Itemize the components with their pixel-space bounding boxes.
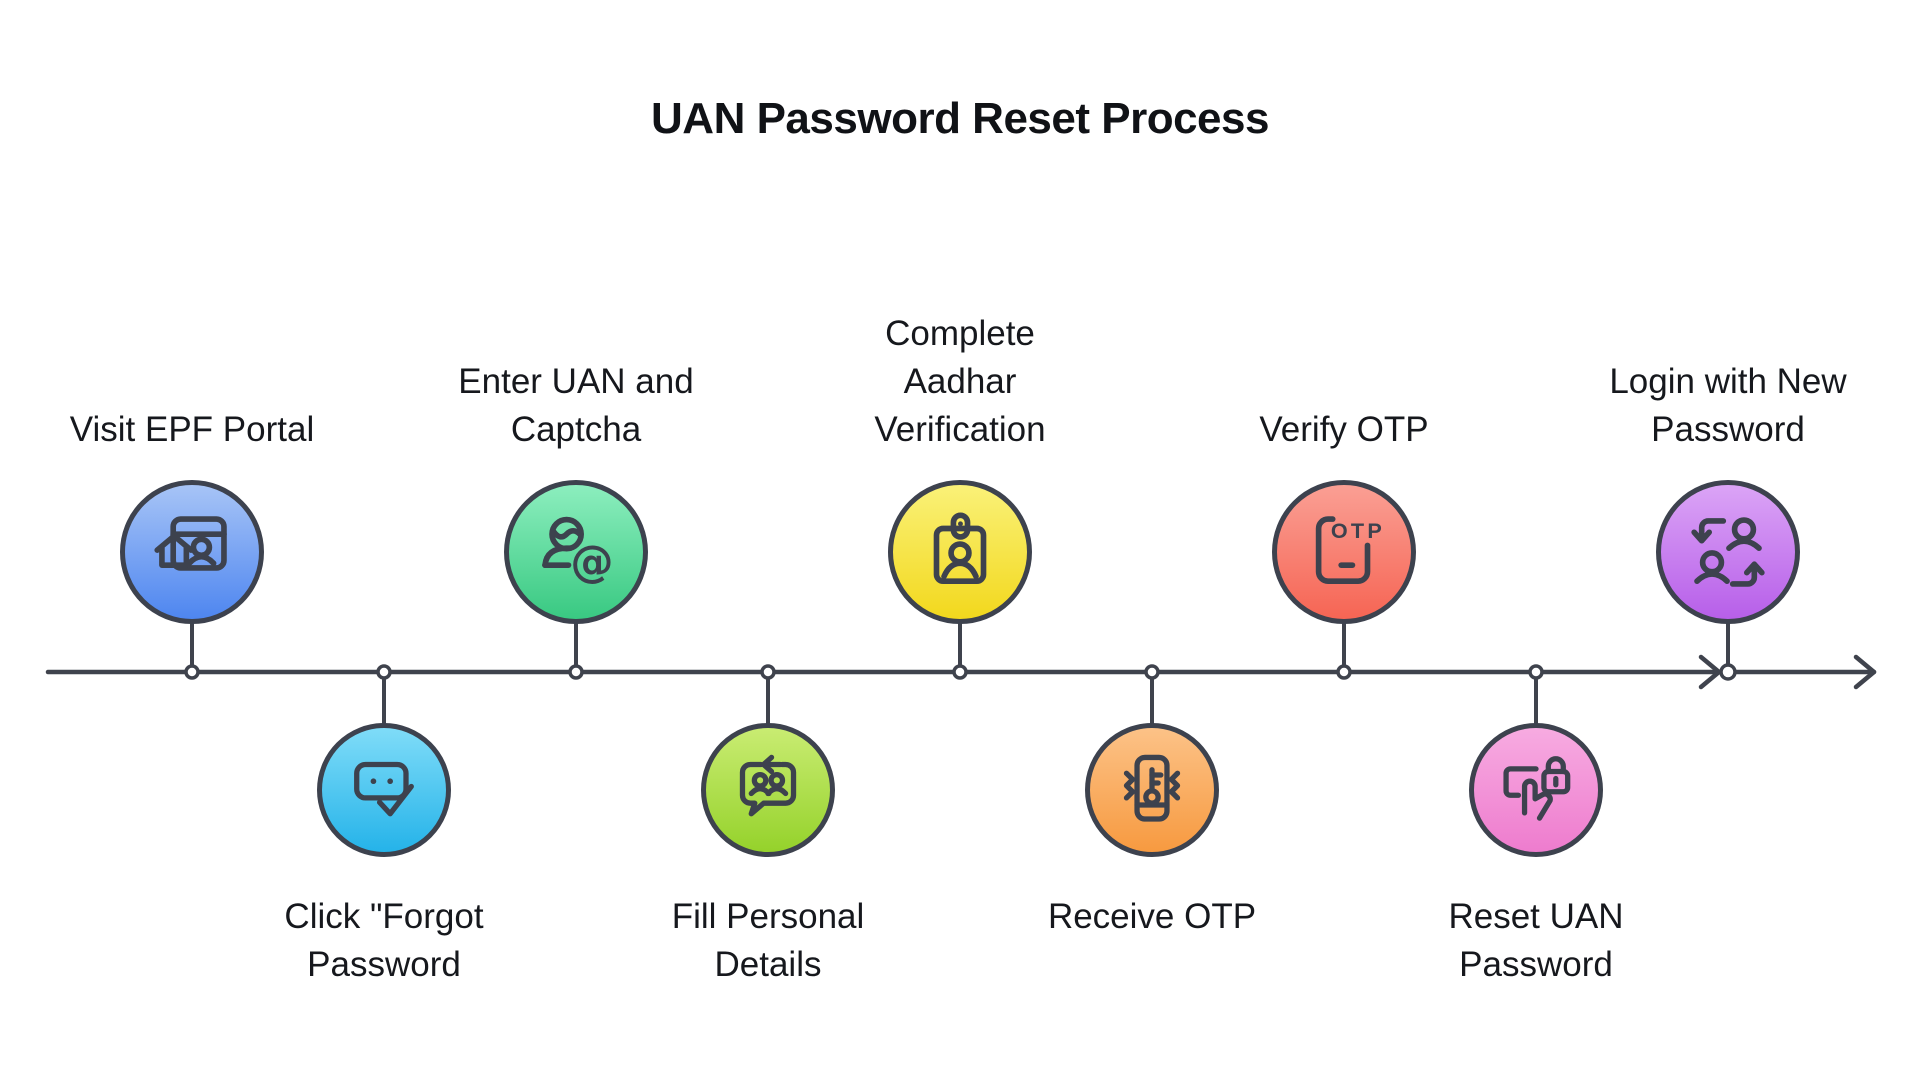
step-label: Fill Personal Details <box>671 897 865 984</box>
step-connector-line <box>574 620 578 674</box>
step-connector-line <box>1150 672 1154 727</box>
step-connector-line <box>190 620 194 674</box>
id-badge-icon <box>913 505 1007 599</box>
step-label: Visit EPF Portal <box>69 410 315 449</box>
step-label: Enter UAN and Captcha <box>458 362 694 449</box>
chat-users-icon <box>724 746 812 834</box>
phone-otp-icon <box>1297 505 1391 599</box>
step-icon-circle <box>1085 723 1219 857</box>
step-label: Reset UAN Password <box>1448 897 1624 984</box>
step-label: Receive OTP <box>1047 897 1257 936</box>
step-icon-circle <box>1656 480 1800 624</box>
user-at-icon <box>529 505 623 599</box>
step-icon-circle <box>317 723 451 857</box>
step-connector-line <box>766 672 770 727</box>
step-icon-circle <box>120 480 264 624</box>
step-icon-circle <box>504 480 648 624</box>
step-connector-line <box>958 620 962 674</box>
users-swap-icon <box>1681 505 1775 599</box>
page-title: UAN Password Reset Process <box>651 94 1269 143</box>
step-connector-line <box>1726 620 1730 674</box>
step-label: Verify OTP <box>1259 410 1429 449</box>
step-connector-line <box>1342 620 1346 674</box>
step-icon-circle <box>1272 480 1416 624</box>
step-icon-circle <box>701 723 835 857</box>
tap-lock-icon <box>1492 746 1580 834</box>
step-icon-circle <box>1469 723 1603 857</box>
password-check-icon <box>340 746 428 834</box>
step-icon-circle <box>888 480 1032 624</box>
phone-key-icon <box>1108 746 1196 834</box>
step-connector-line <box>1534 672 1538 727</box>
step-label: Click "Forgot Password <box>284 897 484 984</box>
browser-user-icon <box>145 505 239 599</box>
step-connector-line <box>382 672 386 727</box>
step-label: Login with New Password <box>1609 362 1847 449</box>
step-label: Complete Aadhar Verification <box>874 314 1046 449</box>
